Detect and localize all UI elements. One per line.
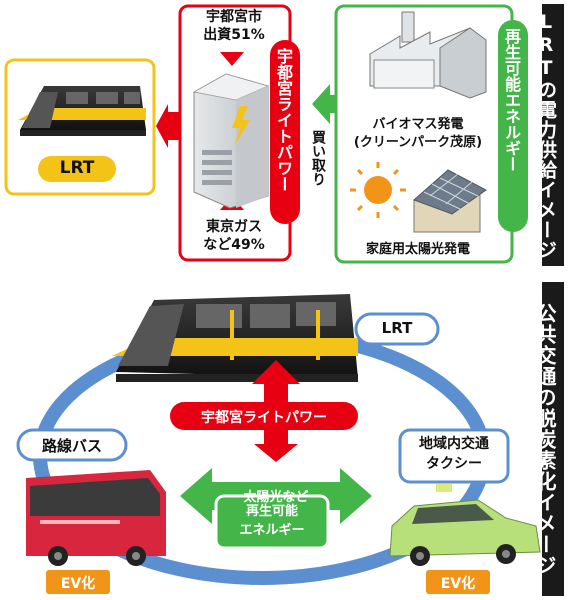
- section2-title: 公共交通の脱炭素化イメージ: [533, 282, 564, 596]
- company-banner-label: 宇都宮ライトパワー: [201, 410, 327, 426]
- bus-icon: [26, 470, 166, 566]
- power-building: [192, 73, 270, 209]
- ev-taxi-label: EV化: [440, 576, 476, 592]
- ev-bus-label: EV化: [60, 576, 96, 592]
- bus-label-pill: [16, 428, 128, 462]
- arrow-down-to-renewable: [254, 430, 298, 462]
- sun-icon: [350, 162, 406, 218]
- solar-house-icon: [413, 169, 487, 233]
- renewable-vertical-pill: [498, 20, 528, 232]
- lrt-label: LRT: [59, 158, 95, 178]
- company-banner: [170, 402, 358, 430]
- lrt-train-small: [18, 86, 146, 136]
- ev-taxi-pill: [426, 570, 490, 594]
- solar-home-label: 家庭用太陽光発電: [365, 242, 470, 257]
- lrt-pill: [38, 156, 116, 182]
- ev-bus-pill: [46, 570, 110, 594]
- company-vertical-label: 宇都宮ライトパワー: [274, 48, 293, 192]
- taxi-label-box: [398, 428, 510, 484]
- tokyogas-share: 東京ガス など49%: [203, 219, 265, 253]
- arrow-to-lrt: [156, 104, 180, 148]
- arrow-down-small: [220, 52, 244, 66]
- biomass-factory-icon: [369, 11, 487, 99]
- buy-label: 買い取り: [310, 130, 326, 186]
- company-vertical-pill: [270, 40, 300, 224]
- utsunomiya-share: 宇都宮市 出資51%: [203, 9, 265, 43]
- solar-label: 太陽光など: [243, 490, 309, 505]
- renewable-box-2: [214, 494, 330, 550]
- taxi-label: 地域内交通 タクシー: [419, 436, 489, 472]
- renewable-vertical-label: 再生可能エネルギー: [502, 28, 521, 172]
- lrt-label-pill: [354, 312, 440, 346]
- arrow-up-to-lrt: [252, 360, 300, 404]
- renewable-label: 再生可能 エネルギー: [239, 504, 305, 538]
- lrt-label-2: LRT: [381, 319, 413, 337]
- biomass-label: バイオマス発電 (クリーンパーク茂原): [353, 117, 483, 150]
- section1-title: LRTの電力供給イメージ: [535, 4, 564, 266]
- lrt-train-large: [112, 294, 358, 382]
- taxi-icon: [389, 484, 541, 566]
- lightning-icon: [232, 106, 250, 146]
- arrow-buy: [312, 84, 342, 124]
- bus-label: 路線バス: [41, 437, 102, 455]
